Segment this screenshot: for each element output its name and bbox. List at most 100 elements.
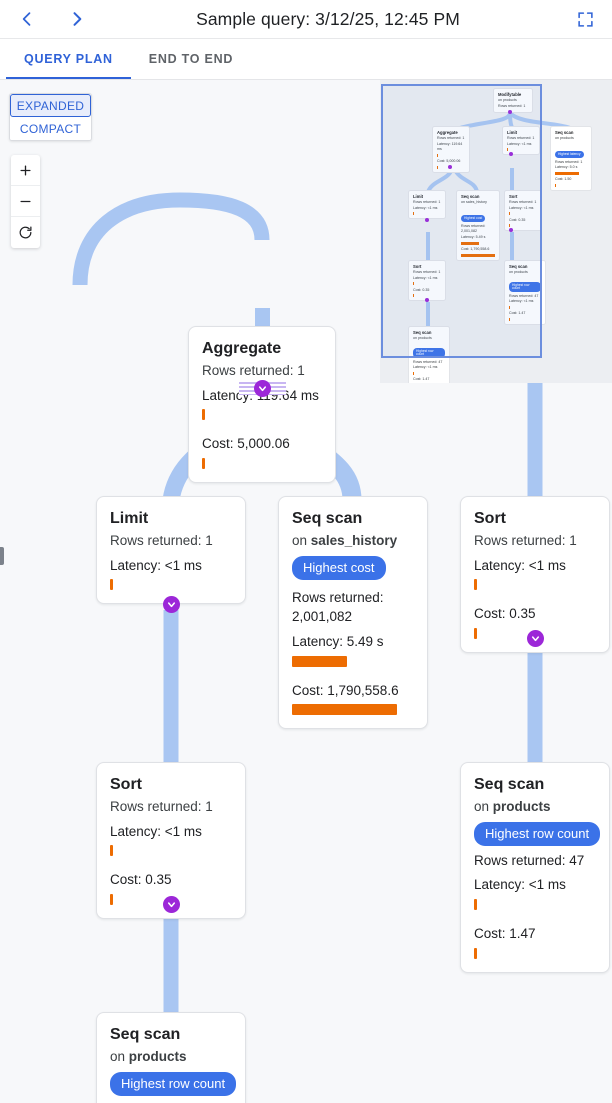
node-aggregate[interactable]: Aggregate Rows returned: 1 Latency: 119.… (188, 326, 336, 483)
status-badge-highest-row-count: Highest row count (474, 821, 601, 846)
minimap-node: Limit Rows returned: 1 Latency: <1 ms (408, 190, 446, 220)
chevron-left-icon[interactable] (10, 2, 44, 36)
collapse-toggle-sort-right[interactable] (527, 630, 544, 647)
view-mode-expanded[interactable]: EXPANDED (10, 94, 91, 117)
cost-bar (474, 627, 477, 639)
zoom-out-button[interactable] (11, 186, 40, 217)
node-table-name: sales_history (310, 532, 398, 548)
node-sort-right[interactable]: Sort Rows returned: 1 Latency: <1 ms Cos… (460, 496, 610, 653)
minimap-latency-bar (437, 153, 439, 157)
node-rows-returned: Rows returned: 1 (202, 362, 305, 378)
latency-bar (202, 409, 205, 421)
minimap-node-table: on products (498, 98, 517, 103)
status-badge-highest-row-count: Highest row count (110, 1071, 237, 1096)
minimap-collapse-dot (509, 152, 513, 156)
minimap-node-rows: Rows returned: 1 (437, 136, 465, 141)
minimap-node-rows: Rows returned: 47 (413, 359, 443, 364)
node-table-name: products (492, 798, 551, 814)
minimap-node-title: Seq scan (555, 130, 574, 135)
node-title: Aggregate (202, 340, 282, 357)
minimap-node-title: Modifytable (498, 92, 522, 97)
tab-end-to-end[interactable]: END TO END (148, 52, 234, 66)
latency-bar (110, 845, 113, 857)
node-table: on products (474, 797, 596, 817)
minimap-collapse-dot (425, 298, 429, 302)
minimap-node-latency: Latency: <1 ms (507, 141, 532, 146)
node-title: Seq scan (110, 1026, 181, 1043)
node-rows-returned-value: 2,001,082 (292, 609, 353, 625)
minimap-latency-bar (413, 212, 415, 216)
minimap-status-badge: Highest row count (509, 281, 541, 292)
node-latency: Latency: <1 ms (474, 557, 566, 573)
node-seq-scan-sales-history[interactable]: Seq scan on sales_history Highest cost R… (278, 496, 428, 730)
node-cost: Cost: 0.35 (110, 872, 172, 888)
node-latency: Latency: <1 ms (474, 877, 566, 893)
node-on-prefix: on (474, 798, 490, 814)
collapse-toggle-sort-left[interactable] (163, 896, 180, 913)
status-badge-highest-cost: Highest cost (292, 555, 386, 580)
tab-bar: QUERY PLAN END TO END (0, 39, 612, 80)
collapse-toggle-limit[interactable] (163, 596, 180, 613)
node-rows-returned: Rows returned: 1 (474, 532, 577, 548)
minimap-node: Sort Rows returned: 1 Latency: <1 ms Cos… (504, 190, 542, 232)
minimap-node: Seq scan on products Highest row count R… (504, 260, 546, 326)
node-sort-left[interactable]: Sort Rows returned: 1 Latency: <1 ms Cos… (96, 762, 246, 919)
minimap-latency-bar (509, 212, 511, 216)
fullscreen-icon[interactable] (568, 2, 602, 36)
minimap-latency-bar (507, 148, 509, 152)
reset-rotate-icon[interactable] (11, 217, 40, 248)
node-seq-scan-products-bottom[interactable]: Seq scan on products Highest row count R… (96, 1012, 246, 1103)
minimap-node: Limit Rows returned: 1 Latency: <1 ms (502, 126, 540, 156)
node-seq-scan-products-right[interactable]: Seq scan on products Highest row count R… (460, 762, 610, 973)
minimap-cost-bar (509, 224, 511, 228)
minimap-node-table: on sales_history (461, 200, 487, 205)
minimap-node-title: Limit (507, 130, 518, 135)
tab-query-plan[interactable]: QUERY PLAN (6, 39, 131, 79)
view-mode-group: EXPANDED COMPACT (9, 93, 92, 141)
minimap-node-latency: Latency: 5.0 s (555, 165, 578, 170)
minimap-node-title: Limit (413, 194, 424, 199)
node-title: Seq scan (474, 776, 545, 793)
minimap-status-badge: Highest cost (461, 215, 486, 222)
minimap-node-latency: Latency: <1 ms (413, 205, 438, 210)
minimap-content: Modifytable on products Rows returned: 1… (380, 80, 612, 383)
minimap-node-rows: Rows returned: 1 (413, 270, 441, 275)
minimap-cost-bar (509, 318, 511, 322)
node-table: on sales_history (292, 531, 414, 551)
minimap-latency-bar (413, 282, 415, 286)
minimap-node-title: Aggregate (437, 130, 458, 135)
minimap-collapse-dot (425, 218, 429, 222)
minimap[interactable]: Modifytable on products Rows returned: 1… (380, 80, 612, 383)
view-mode-compact[interactable]: COMPACT (10, 117, 91, 140)
collapse-toggle-aggregate[interactable] (254, 380, 271, 397)
node-table-name: products (128, 1048, 187, 1064)
node-rows-returned: Rows returned: 1 (110, 798, 213, 814)
zoom-in-button[interactable] (11, 155, 40, 186)
zoom-controls (11, 155, 40, 248)
minimap-node-rows: Rows returned: 47 (509, 293, 539, 298)
cost-bar (202, 457, 205, 469)
minimap-node-title: Seq scan (461, 194, 480, 199)
node-title: Sort (110, 776, 142, 793)
minimap-node-table: on products (555, 136, 574, 141)
minimap-node-cost: Cost: 1.47 (413, 377, 430, 382)
minimap-viewport-rect[interactable] (381, 84, 542, 358)
minimap-latency-bar (461, 241, 479, 245)
panel-resize-handle[interactable] (0, 547, 4, 565)
cost-bar (292, 704, 397, 716)
app-header: Sample query: 3/12/25, 12:45 PM (0, 0, 612, 39)
chevron-right-icon[interactable] (60, 2, 94, 36)
minimap-node-cost: Cost: 1.50 (555, 177, 572, 182)
minimap-node-cost: Cost: 5,000.06 (437, 159, 461, 164)
node-cost: Cost: 1.47 (474, 925, 536, 941)
minimap-node-latency: Latency: <1 ms (509, 205, 534, 210)
minimap-node-rows: Rows returned: 1 (498, 103, 526, 108)
minimap-node-rows: Rows returned: 1 (509, 200, 537, 205)
minimap-node-latency: Latency: 5.49 s (461, 234, 486, 239)
minimap-node-latency: Latency: <1 ms (413, 275, 438, 280)
node-limit[interactable]: Limit Rows returned: 1 Latency: <1 ms (96, 496, 246, 605)
minimap-node-cost: Cost: 0.35 (509, 217, 526, 222)
latency-bar (292, 655, 347, 667)
minimap-node: Modifytable on products Rows returned: 1 (493, 88, 533, 114)
